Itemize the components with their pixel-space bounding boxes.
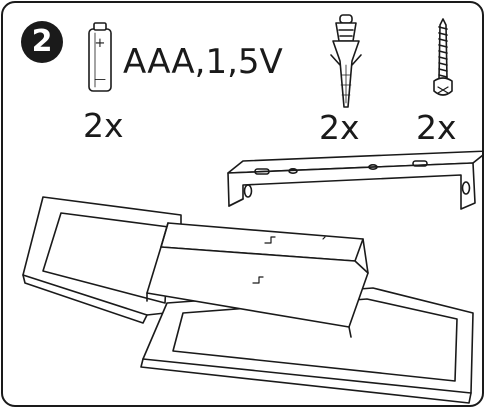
wall-plug-icon (330, 14, 362, 108)
parts-illustration: + — (22, 14, 482, 404)
screw-icon (433, 18, 453, 96)
battery-plus-sign: + (95, 36, 106, 51)
screw-quantity-label: 2x (416, 108, 457, 147)
lamp-fixture-icon (22, 196, 474, 404)
mounting-bracket-icon (227, 150, 482, 210)
step-number-badge: 2 (21, 21, 63, 63)
battery-spec-label: AAA,1,5V (123, 42, 283, 82)
battery-icon: + — (88, 22, 112, 92)
wall-plug-quantity-label: 2x (319, 108, 360, 147)
battery-quantity-label: 2x (83, 106, 124, 145)
battery-minus-sign: — (94, 72, 106, 86)
